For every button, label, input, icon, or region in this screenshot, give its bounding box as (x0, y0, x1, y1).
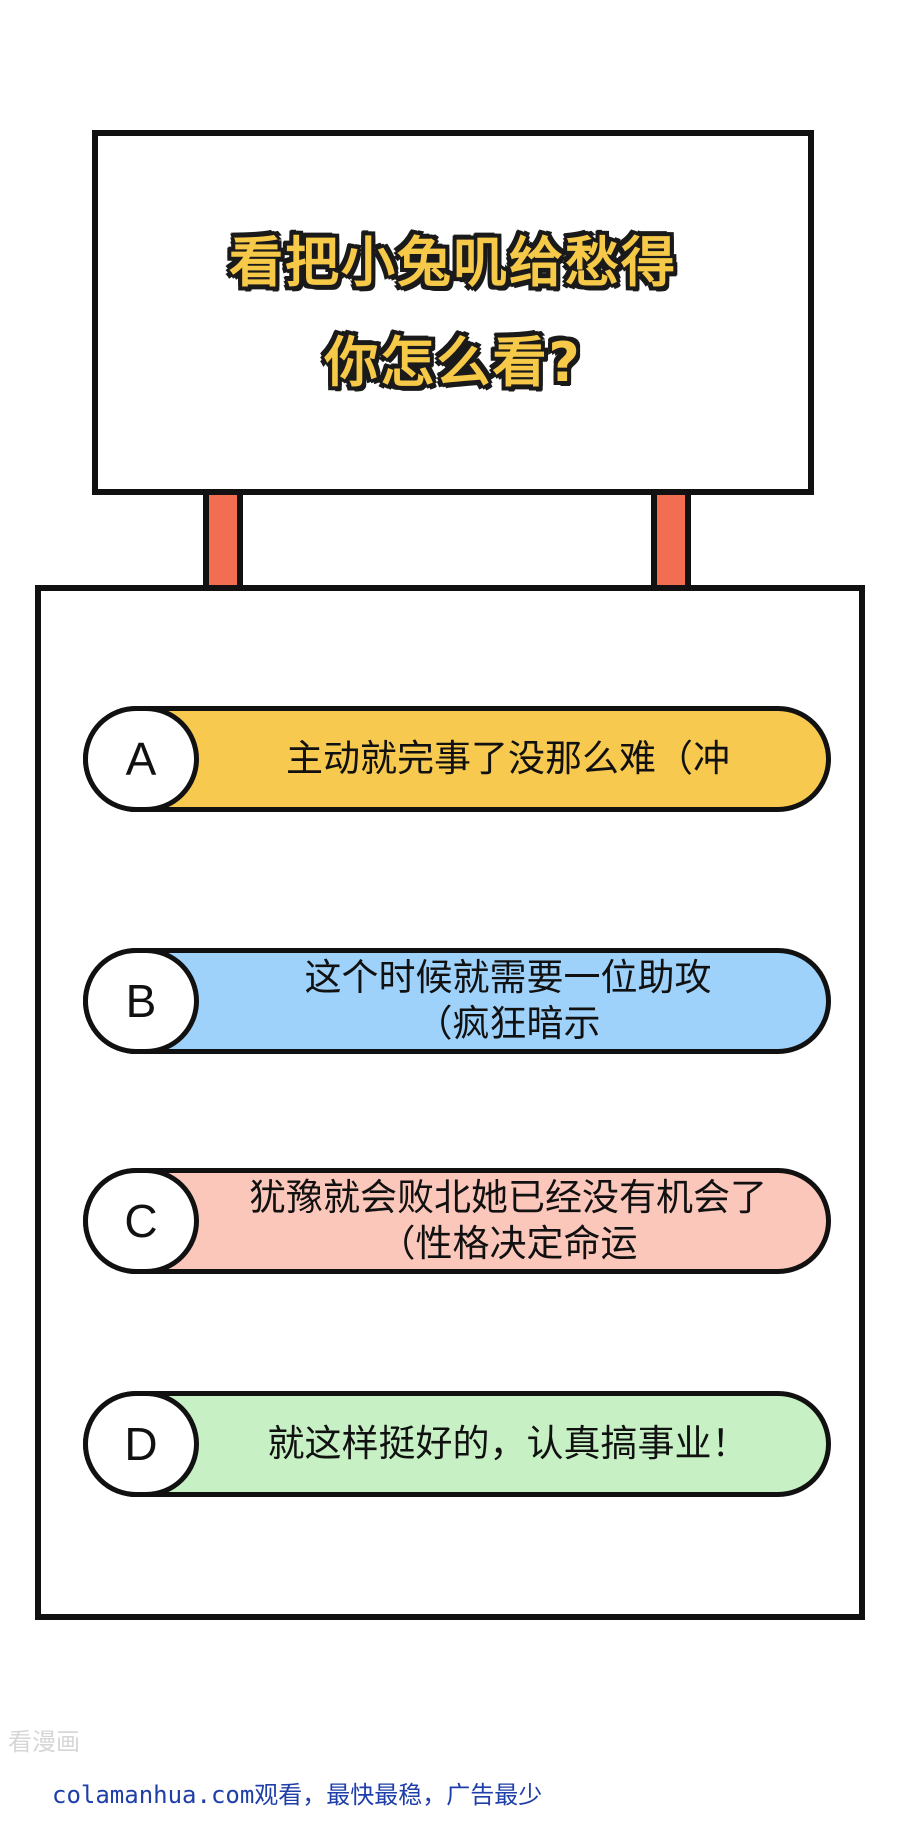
option-b-line-1: 这个时候就需要一位助攻 (304, 956, 712, 999)
option-c[interactable]: C 犹豫就会败北她已经没有机会了 （性格决定命运 (83, 1168, 831, 1274)
option-a-text: 主动就完事了没那么难（冲 (208, 711, 808, 807)
option-c-line-1: 犹豫就会败北她已经没有机会了 (249, 1176, 767, 1219)
option-c-text: 犹豫就会败北她已经没有机会了 （性格决定命运 (208, 1173, 808, 1269)
option-a-letter: A (83, 706, 199, 812)
option-c-letter: C (83, 1168, 199, 1274)
question-sign: 看把小兔叽给愁得 你怎么看? (92, 130, 814, 495)
option-a[interactable]: A 主动就完事了没那么难（冲 (83, 706, 831, 812)
option-b-letter: B (83, 948, 199, 1054)
option-b[interactable]: B 这个时候就需要一位助攻 （疯狂暗示 (83, 948, 831, 1054)
option-d-letter: D (83, 1391, 199, 1497)
watermark: 看漫画 (8, 1728, 80, 1756)
option-a-line-1: 主动就完事了没那么难（冲 (286, 737, 730, 780)
option-d-text: 就这样挺好的，认真搞事业！ (208, 1396, 808, 1492)
question-line-1: 看把小兔叽给愁得 (229, 230, 677, 294)
footer-link[interactable]: colamanhua.com观看，最快最稳，广告最少 (52, 1781, 543, 1809)
sign-post-left (203, 495, 243, 590)
options-board: A 主动就完事了没那么难（冲 B 这个时候就需要一位助攻 （疯狂暗示 C 犹豫就… (35, 585, 865, 1620)
option-b-text: 这个时候就需要一位助攻 （疯狂暗示 (208, 953, 808, 1049)
option-b-line-2: （疯狂暗示 (415, 1002, 601, 1045)
option-d-line-1: 就这样挺好的，认真搞事业！ (267, 1422, 749, 1465)
option-c-line-2: （性格决定命运 (378, 1222, 638, 1265)
option-d[interactable]: D 就这样挺好的，认真搞事业！ (83, 1391, 831, 1497)
question-line-2: 你怎么看? (324, 330, 582, 394)
sign-post-right (651, 495, 691, 590)
